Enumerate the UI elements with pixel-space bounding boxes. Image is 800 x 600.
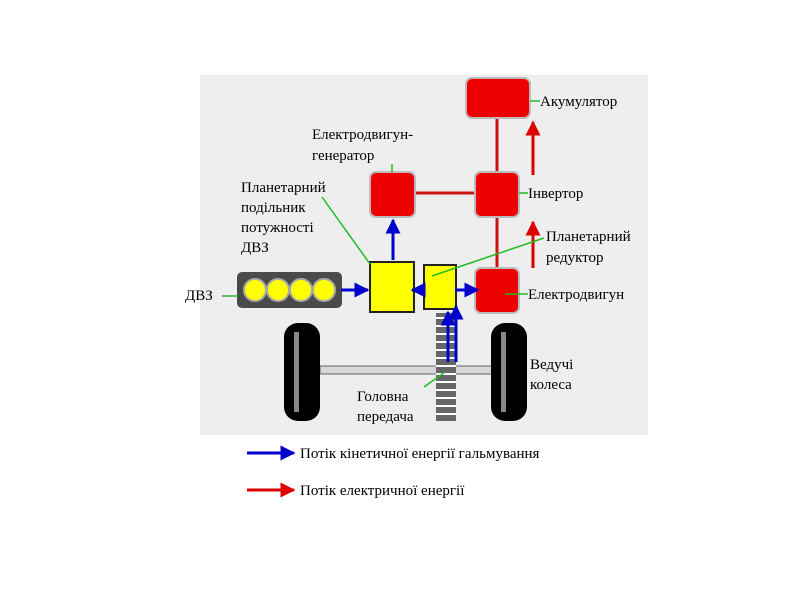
- inverter-block: [474, 171, 520, 218]
- left-wheel: [284, 323, 320, 421]
- battery-label: Акумулятор: [540, 94, 617, 110]
- final-drive-shaft: [436, 313, 456, 421]
- power-split-device: [369, 261, 415, 313]
- electric-motor-label: Електродвигун: [528, 287, 624, 303]
- electric-connections: [415, 115, 499, 270]
- motor-generator-block: [369, 171, 416, 218]
- reduction-gear: [423, 264, 457, 310]
- legend: Потік кінетичної енергії гальмування Пот…: [247, 445, 540, 499]
- legend-electric-label: Потік електричної енергії: [300, 483, 465, 499]
- final-drive-label-line1: Головна: [357, 389, 409, 405]
- engine-label: ДВЗ: [185, 288, 213, 304]
- power-split-label-line1: Планетарний: [241, 180, 326, 196]
- background-panel: [200, 75, 648, 435]
- battery-block: [465, 77, 531, 119]
- legend-kinetic-label: Потік кінетичної енергії гальмування: [300, 446, 540, 462]
- reduction-gear-label-line1: Планетарний: [546, 229, 631, 245]
- drive-wheels-label-line2: колеса: [530, 377, 572, 393]
- power-split-label-line4: ДВЗ: [241, 240, 269, 256]
- label-pointers: [222, 100, 545, 388]
- reduction-gear-label-line2: редуктор: [546, 250, 604, 266]
- power-split-label-line2: подільник: [241, 200, 306, 216]
- kinetic-flow-arrows: [341, 218, 480, 362]
- engine-block: [237, 272, 342, 308]
- right-wheel: [491, 323, 527, 421]
- electric-motor-block: [474, 267, 520, 314]
- motor-generator-label-line2: генератор: [312, 148, 374, 164]
- drive-wheels: [284, 323, 527, 421]
- motor-generator-label-line1: Електродвигун-: [312, 127, 413, 143]
- final-drive-label-line2: передача: [357, 409, 414, 425]
- inverter-label: Інвертор: [528, 186, 583, 202]
- drive-wheels-label-line1: Ведучі: [530, 357, 573, 373]
- power-split-label-line3: потужності: [241, 220, 314, 236]
